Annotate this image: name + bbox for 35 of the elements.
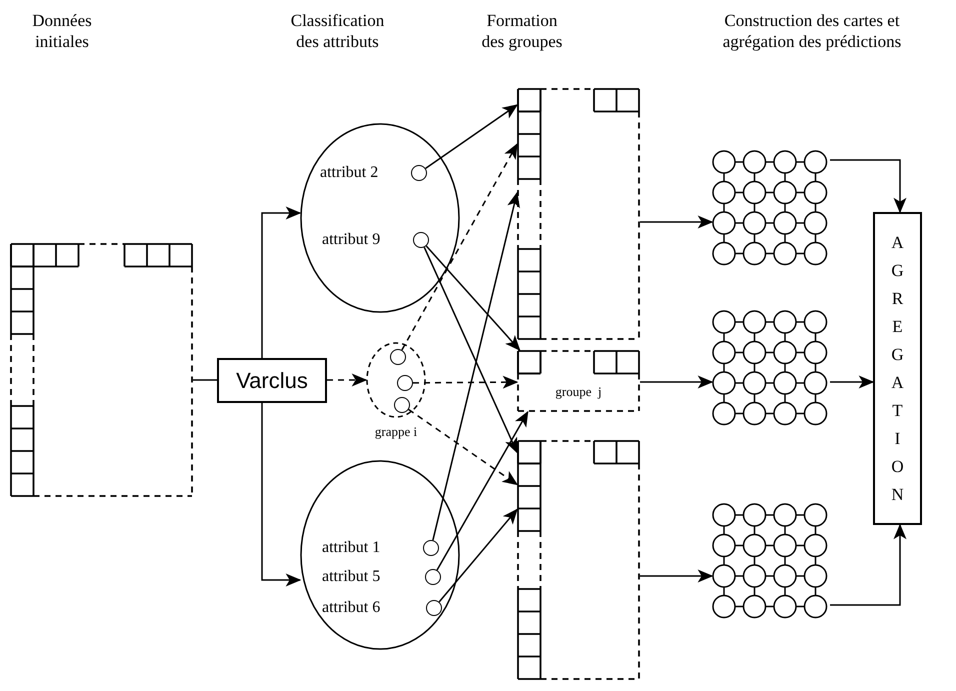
arrow [640,570,714,582]
attribute-label: attribut 2 [320,164,378,182]
group-label: groupe j [554,384,603,400]
cluster-label: grappe i [374,424,418,440]
arrow [261,403,302,586]
arrow [261,206,302,358]
attribute-label: attribut 1 [322,539,380,557]
dashed-arrow [408,408,518,486]
arrow [830,159,906,214]
point-circle [394,397,410,413]
dashed-arrow [327,374,368,386]
arrow [432,192,520,540]
process-box: Varclus [217,358,327,403]
column-heading: Formation des groupes [480,10,564,52]
arrow [436,410,528,570]
dashed-arrow [413,376,518,389]
arrow [425,104,518,170]
arrow [426,246,520,351]
aggregation-box: AGREGATION [873,212,922,525]
point-circle [390,349,406,365]
column-heading: Classification des attributs [290,10,386,52]
attribute-label: attribut 5 [322,568,380,586]
arrow [640,216,714,228]
arrow [830,524,906,606]
attribute-label: attribut 6 [322,599,380,617]
arrow [640,376,714,388]
dashed-arrow [401,143,518,350]
column-heading: Construction des cartes et agrégation des prédictions [722,10,902,52]
connector-line [193,379,217,381]
arrow [438,508,518,602]
column-heading: Données initiales [31,10,93,52]
attribute-label: attribut 9 [322,231,380,249]
arrow [424,247,518,454]
point-circle [397,375,413,391]
arrow [830,376,874,388]
